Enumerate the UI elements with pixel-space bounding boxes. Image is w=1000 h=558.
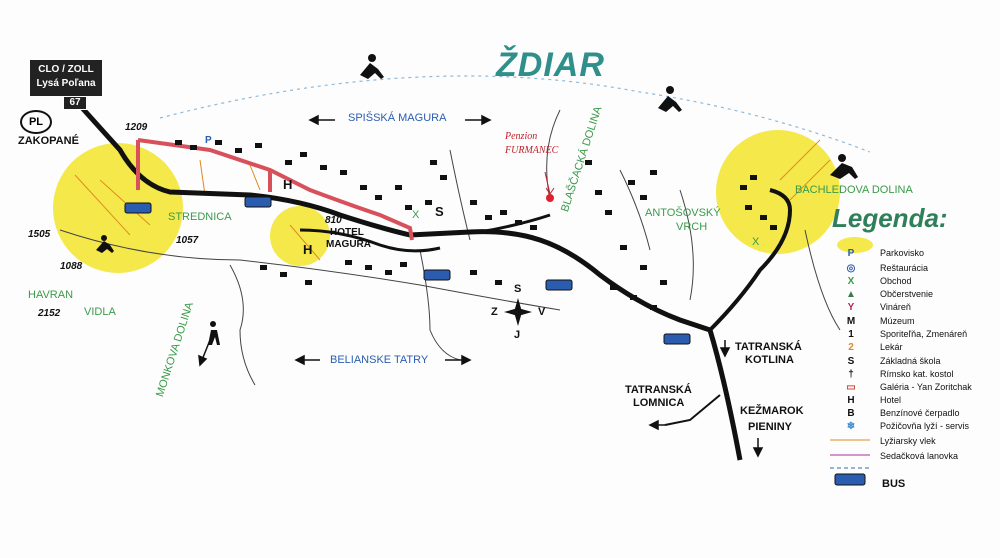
elevation-810: 810 — [325, 215, 342, 226]
resort-area-strednica — [53, 143, 183, 273]
penzion-label-2: FURMANEC — [505, 145, 559, 156]
border-sign: CLO / ZOLL Lysá Poľana — [30, 60, 102, 96]
legend-label-1: Reštaurácia — [880, 263, 929, 273]
penzion-marker — [544, 171, 555, 202]
elevation-1057: 1057 — [176, 235, 199, 246]
border-sign-line1: CLO / ZOLL — [38, 64, 94, 75]
label-hotel-magura-2: MAGURA — [326, 239, 371, 250]
buildings — [175, 140, 777, 310]
elevation-1505: 1505 — [28, 229, 51, 240]
side-path-4 — [546, 109, 561, 201]
road-magura — [299, 228, 441, 253]
legend-symbol-6: 1 — [848, 329, 854, 340]
legend-symbol-0: P — [847, 248, 855, 259]
school-mark: S — [435, 204, 444, 219]
legend-symbol-13: ❄ — [846, 421, 856, 432]
compass-rose — [504, 298, 532, 326]
legend-label-7: Lekár — [880, 342, 903, 352]
legend-label-4: Vináreň — [880, 302, 911, 312]
legend-label-2: Obchod — [880, 276, 912, 286]
legend-symbol-7: 2 — [848, 342, 854, 353]
legend-label-14: Lyžiarsky vlek — [880, 436, 936, 446]
side-path-6 — [804, 229, 841, 331]
label-zakopane: ZAKOPANÉ — [18, 135, 79, 147]
legend-symbol-9: † — [848, 369, 854, 380]
elevation-2152: 2152 — [38, 308, 61, 319]
label-tatranska-lomnica-2: LOMNICA — [633, 397, 685, 409]
legend-label-9: Rímsko kat. kostol — [880, 369, 954, 379]
label-belianske-tatry: BELIANSKE TATRY — [330, 354, 429, 366]
legend-symbol-10: ▭ — [846, 382, 856, 393]
label-strednica: STREDNICA — [168, 211, 232, 223]
label-antosovsky-2: VRCH — [676, 221, 708, 233]
border-sign-line2: Lysá Poľana — [36, 78, 96, 89]
legend-symbol-2: X — [847, 276, 855, 287]
road-lomnica — [664, 394, 721, 426]
legend-title: Legenda: — [832, 203, 948, 233]
side-path-5 — [679, 189, 694, 301]
legend-label-8: Základná škola — [880, 356, 941, 366]
penzion-label-1: Penzion — [505, 131, 538, 142]
red-road — [136, 138, 414, 241]
legend-symbol-11: H — [847, 395, 855, 406]
label-antosovsky-1: ANTOŠOVSKÝ — [645, 207, 721, 219]
skier-icons — [96, 54, 858, 345]
hotel-mark-2: H — [303, 242, 313, 257]
legend-label-13: Požičovňa lyží - servis — [880, 421, 970, 431]
legend-label-12: Benzínové čerpadlo — [880, 408, 960, 418]
hotel-mark-1: H — [283, 177, 293, 192]
legend-symbol-4: Y — [847, 302, 855, 313]
label-tatranska-kotlina-1: TATRANSKÁ — [735, 341, 802, 353]
label-bachledova-dolina: BACHLEDOVA DOLINA — [795, 184, 913, 196]
legend-label-3: Občerstvenie — [880, 289, 934, 299]
legend-symbol-8: S — [847, 356, 855, 367]
label-hotel-magura-1: HOTEL — [330, 227, 364, 238]
side-path-3 — [619, 169, 651, 251]
compass-south: J — [514, 329, 521, 341]
legend-label-6: Sporiteľňa, Zmenáreň — [880, 329, 968, 339]
legend-label-15: Sedačková lanovka — [880, 451, 959, 461]
compass-east: V — [538, 306, 546, 318]
label-vidla: VIDLA — [84, 306, 116, 318]
legend-resort-symbol — [837, 237, 873, 253]
monkova-path — [229, 264, 256, 386]
parking-mark: P — [205, 135, 212, 146]
direction-arrows — [198, 114, 764, 458]
legend-symbol-12: B — [847, 408, 855, 419]
legend-label-5: Múzeum — [880, 316, 915, 326]
legend-label-17: BUS — [882, 478, 906, 490]
ridge-path — [159, 75, 871, 153]
label-kezmarok: KEŽMAROK — [740, 405, 804, 417]
label-havran: HAVRAN — [28, 289, 74, 301]
compass-west: Z — [491, 306, 498, 318]
legend-label-10: Galéria - Yan Zoritchak — [880, 382, 972, 392]
shop-mark-1: X — [412, 209, 420, 221]
stream-path — [59, 229, 561, 311]
legend-symbol-1: ◎ — [846, 263, 856, 274]
compass-north: S — [514, 283, 522, 295]
shop-mark-2: X — [752, 236, 760, 248]
road-number-badge: 67 — [63, 96, 87, 110]
country-badge-pl: PL — [20, 110, 52, 134]
road-kezmarok — [707, 329, 743, 461]
legend-symbol-5: M — [846, 316, 856, 327]
ski-lifts — [74, 139, 831, 261]
side-path-1 — [419, 249, 461, 361]
label-tatranska-kotlina-2: KOTLINA — [745, 354, 794, 366]
label-tatranska-lomnica-1: TATRANSKÁ — [625, 384, 692, 396]
legend-label-11: Hotel — [880, 395, 902, 405]
bus-stops — [124, 196, 866, 486]
road-bachledova — [708, 188, 793, 332]
side-path-2 — [449, 149, 471, 241]
label-pieniny: PIENINY — [748, 421, 793, 433]
town-title: ŽDIAR — [496, 46, 605, 84]
elevation-1209: 1209 — [125, 122, 148, 133]
legend-symbol-3: ▲ — [846, 289, 856, 300]
label-spisska-magura: SPIŠSKÁ MAGURA — [348, 112, 447, 124]
legend-label-0: Parkovisko — [880, 248, 925, 258]
elevation-1088: 1088 — [60, 261, 83, 272]
